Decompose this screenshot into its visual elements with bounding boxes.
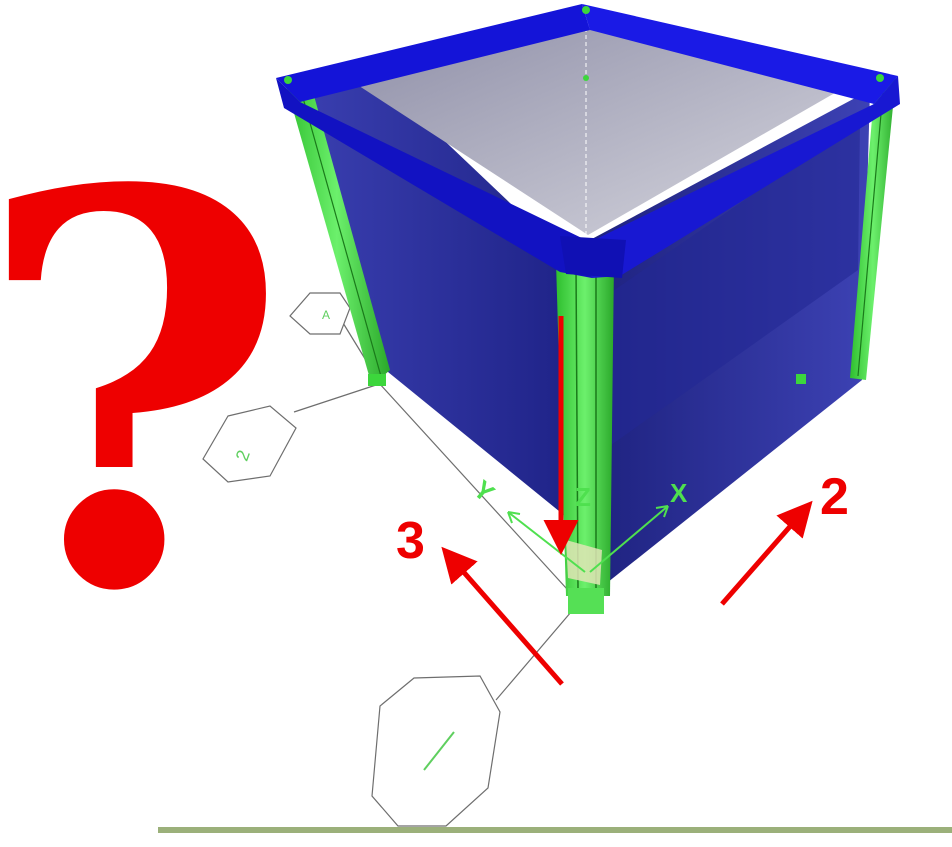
column-left-edge bbox=[297, 79, 383, 381]
right-wall-shade bbox=[600, 120, 860, 450]
beam-back-right bbox=[582, 4, 898, 104]
beam-node-left bbox=[284, 76, 292, 84]
local-axis-x-head bbox=[655, 505, 669, 518]
grid-bubble-1-glyph bbox=[423, 731, 455, 771]
column-front bbox=[556, 262, 614, 596]
grid-bubble-a-label: A bbox=[322, 308, 330, 322]
grid-bubble-2: 2 bbox=[202, 405, 297, 483]
slab-node bbox=[583, 75, 589, 81]
left-wall-panel bbox=[300, 70, 570, 520]
question-mark-symbol: ? bbox=[0, 76, 290, 710]
column-left-base bbox=[368, 374, 386, 386]
beam-front-left bbox=[276, 78, 592, 278]
local-axis-y-label: Y bbox=[468, 474, 501, 508]
grid-line-edge bbox=[377, 381, 578, 601]
beam-front-right bbox=[590, 76, 900, 278]
local-axis-x-line bbox=[589, 505, 669, 573]
column-right bbox=[850, 72, 896, 380]
beam-corner bbox=[560, 236, 626, 278]
roof-beam-ring bbox=[276, 4, 900, 278]
beam-node-right bbox=[876, 74, 884, 82]
roof-slab bbox=[350, 25, 840, 235]
axis-3-label: 3 bbox=[396, 512, 425, 570]
column-front-base bbox=[568, 588, 604, 614]
beam-back-left bbox=[276, 4, 590, 102]
axis-2-label: 2 bbox=[820, 468, 849, 526]
local-axis-x-label: X bbox=[670, 478, 688, 508]
footer-divider bbox=[158, 827, 952, 833]
column-left bbox=[284, 74, 390, 386]
red-arrow-axis-3 bbox=[441, 546, 564, 686]
local-axis-y-head bbox=[507, 511, 521, 524]
grid-line-2 bbox=[293, 384, 377, 413]
grid-bubble-1: 1 bbox=[371, 675, 501, 827]
column-right-base bbox=[796, 374, 806, 384]
grid-bubble-a: A bbox=[289, 292, 351, 335]
local-axis-z-label: Z bbox=[575, 482, 591, 512]
red-arrow-axis-2 bbox=[720, 500, 813, 606]
column-right-edge bbox=[857, 79, 885, 377]
beam-node-back bbox=[582, 6, 590, 14]
